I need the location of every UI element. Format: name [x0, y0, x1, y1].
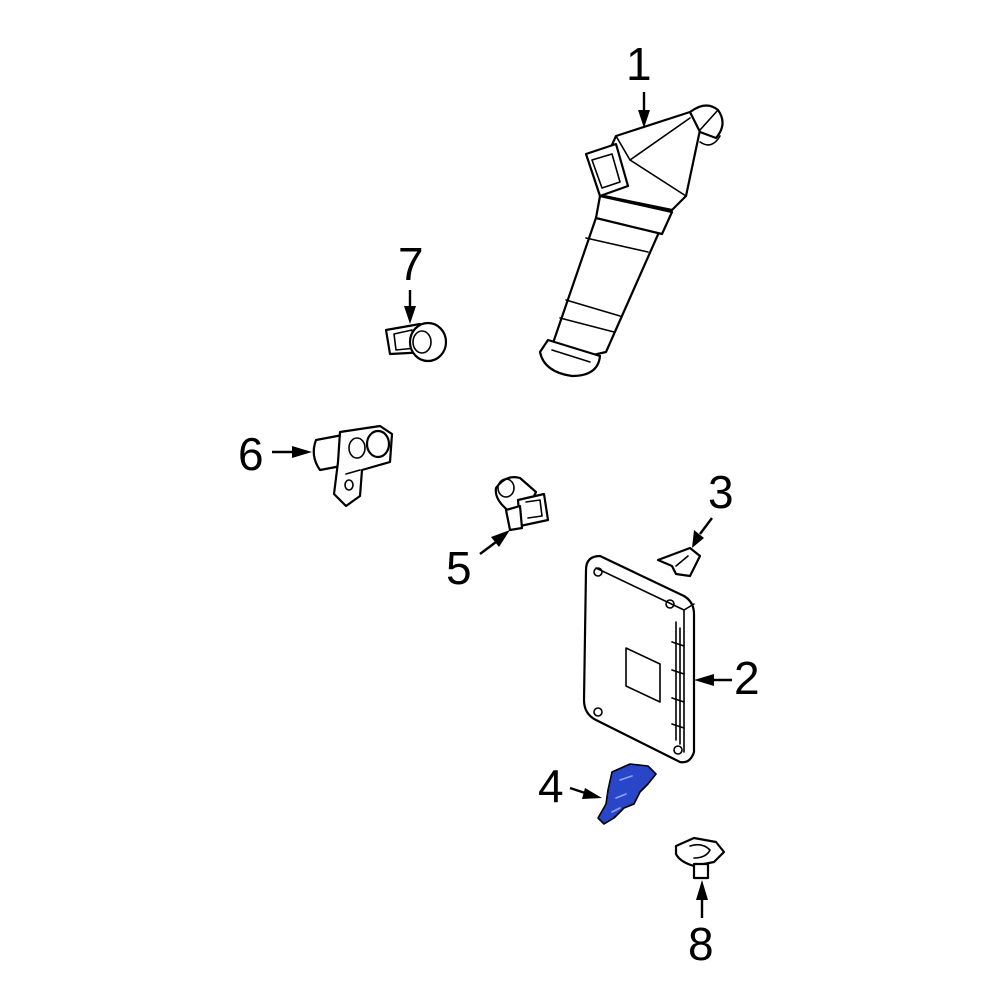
leader-4	[569, 786, 602, 799]
callout-2: 2	[734, 652, 760, 704]
leader-6	[272, 446, 312, 458]
leader-8	[696, 880, 708, 918]
leader-3	[692, 517, 713, 548]
callout-5: 5	[446, 542, 472, 594]
callout-7: 7	[398, 238, 424, 290]
part-7-sensor[interactable]	[384, 321, 448, 363]
callout-1: 1	[626, 38, 652, 90]
leader-5	[479, 530, 510, 555]
callout-6: 6	[238, 428, 264, 480]
part-5-sensor[interactable]	[494, 476, 550, 532]
part-6-position-sensor[interactable]	[312, 424, 394, 508]
leader-2	[694, 674, 732, 686]
part-3-bracket[interactable]	[656, 546, 702, 578]
callout-8: 8	[688, 918, 714, 970]
part-2-control-module[interactable]	[582, 554, 696, 764]
leader-7	[404, 290, 416, 324]
part-8-bolt[interactable]	[674, 836, 726, 880]
leader-1	[638, 92, 650, 128]
callout-4: 4	[538, 760, 564, 812]
callout-3: 3	[708, 466, 734, 518]
part-1-ignition-coil[interactable]	[538, 104, 724, 378]
part-4-bracket-highlighted[interactable]	[597, 763, 657, 825]
